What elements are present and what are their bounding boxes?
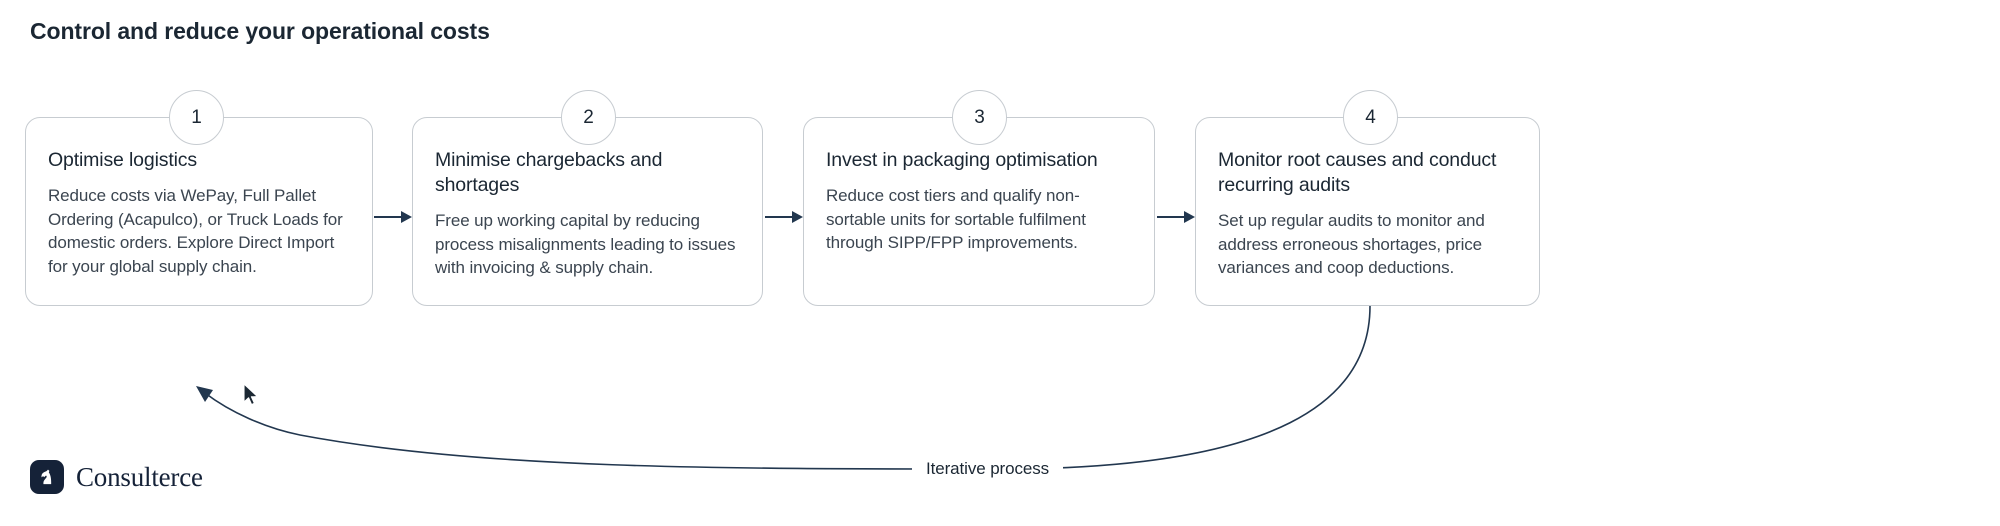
step-number-badge-4: 4	[1343, 90, 1398, 145]
step-card-2[interactable]: Minimise chargebacks and shortages Free …	[412, 117, 763, 306]
step-number-badge-1: 1	[169, 90, 224, 145]
step-card-description: Free up working capital by reducing proc…	[435, 211, 736, 277]
step-card-description: Set up regular audits to monitor and add…	[1218, 211, 1485, 277]
brand-name: Consulterce	[76, 461, 203, 492]
arrow-shaft	[374, 216, 402, 218]
mouse-cursor-icon	[243, 383, 258, 406]
step-number-badge-2: 2	[561, 90, 616, 145]
arrow-head-icon	[1184, 211, 1195, 223]
step-number-badge-3: 3	[952, 90, 1007, 145]
connector-arrow-3-to-4	[1157, 211, 1195, 223]
step-card-title: Optimise logistics	[48, 149, 198, 171]
arrow-head-icon	[792, 211, 803, 223]
step-card-title: Minimise chargebacks and shortages	[435, 149, 663, 196]
step-card-4[interactable]: Monitor root causes and conduct recurrin…	[1195, 117, 1540, 306]
step-card-3[interactable]: Invest in packaging optimisation Reduce …	[803, 117, 1155, 306]
page-title: Control and reduce your operational cost…	[30, 18, 490, 44]
arrow-head-icon	[401, 211, 412, 223]
knight-chess-piece-icon	[30, 460, 64, 494]
step-card-1[interactable]: Optimise logistics Reduce costs via WePa…	[25, 117, 373, 306]
brand-logo: Consulterce	[30, 460, 203, 494]
iterative-process-label: Iterative process	[912, 459, 1064, 479]
step-card-title: Invest in packaging optimisation	[826, 149, 1098, 171]
connector-arrow-1-to-2	[374, 211, 412, 223]
arrow-shaft	[1157, 216, 1185, 218]
connector-arrow-2-to-3	[765, 211, 803, 223]
arrow-shaft	[765, 216, 793, 218]
step-card-description: Reduce costs via WePay, Full Pallet Orde…	[48, 186, 343, 276]
step-card-title: Monitor root causes and conduct recurrin…	[1218, 149, 1497, 196]
step-card-description: Reduce cost tiers and qualify non-sortab…	[826, 186, 1086, 252]
